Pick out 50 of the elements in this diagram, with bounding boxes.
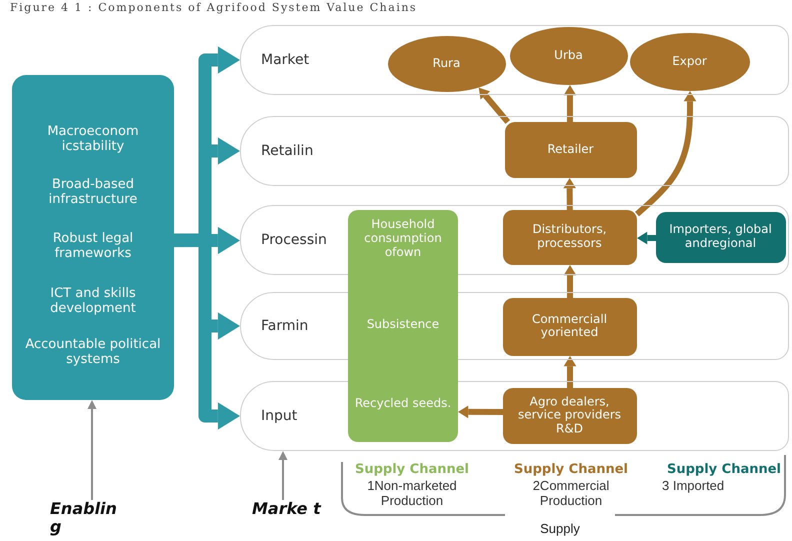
arrow: [278, 451, 288, 500]
arrow: [88, 400, 96, 500]
channel-heading: Supply Channel: [666, 462, 782, 477]
node-text: Recycled seeds.: [354, 397, 452, 411]
stage-label: Retailin: [261, 143, 314, 160]
stage-label: Market: [261, 52, 310, 68]
channel-heading: Supply Channel: [354, 462, 470, 477]
channel-box: [348, 210, 458, 442]
caption-text: Enablin g: [50, 500, 118, 536]
enabling-card: [12, 75, 174, 400]
actor-box: [502, 210, 636, 264]
arrow: [564, 265, 576, 298]
node-text: Robust legal frameworks: [52, 232, 134, 262]
actor-box: [502, 388, 636, 444]
node-text: Expor: [671, 54, 708, 68]
node-text: Macroeconom icstability: [46, 125, 140, 155]
node-text: ICT and skills development: [49, 287, 137, 317]
bracket-label: Supply: [539, 521, 581, 536]
actor-box: [504, 122, 636, 178]
node-text: Importers, global andregional: [668, 223, 773, 251]
channel-description: 3 Imported: [662, 478, 726, 493]
channel-description: 1Non-marketed Production: [366, 478, 458, 508]
channel-heading: Supply Channel: [512, 462, 630, 477]
arrow: [637, 232, 656, 244]
channel-description: 2Commercial Production: [532, 478, 610, 508]
node-text: Broad-based infrastructure: [48, 178, 138, 208]
node-text: Rura: [432, 56, 462, 70]
arrow: [174, 226, 240, 254]
arrow: [564, 356, 576, 388]
node-text: Accountable political systems: [24, 338, 162, 368]
arrow: [635, 91, 696, 216]
arrow: [458, 406, 504, 418]
arrow: [174, 234, 240, 430]
stage-band: [240, 116, 789, 186]
node-text: Subsistence: [366, 318, 440, 332]
node-text: Commerciall yoriented: [530, 312, 608, 340]
node-text: Retailer: [546, 142, 595, 156]
node-text: Urba: [553, 48, 584, 62]
node-text: Household consumption ofown: [363, 218, 443, 260]
arrow: [563, 178, 576, 210]
caption-text: Marke t: [252, 500, 322, 518]
stage-label: Input: [261, 408, 298, 424]
actor-box: [502, 298, 636, 356]
node-text: Agro dealers, service providers R&D: [516, 394, 622, 436]
arrow: [564, 85, 576, 122]
arrow: [478, 88, 510, 124]
node-text: Distributors, processors: [531, 223, 608, 251]
actor-box: [656, 212, 786, 262]
stage-band: [240, 25, 789, 95]
figure-title: Figure 4 1 : Components of Agrifood System Value Chains: [10, 2, 418, 15]
